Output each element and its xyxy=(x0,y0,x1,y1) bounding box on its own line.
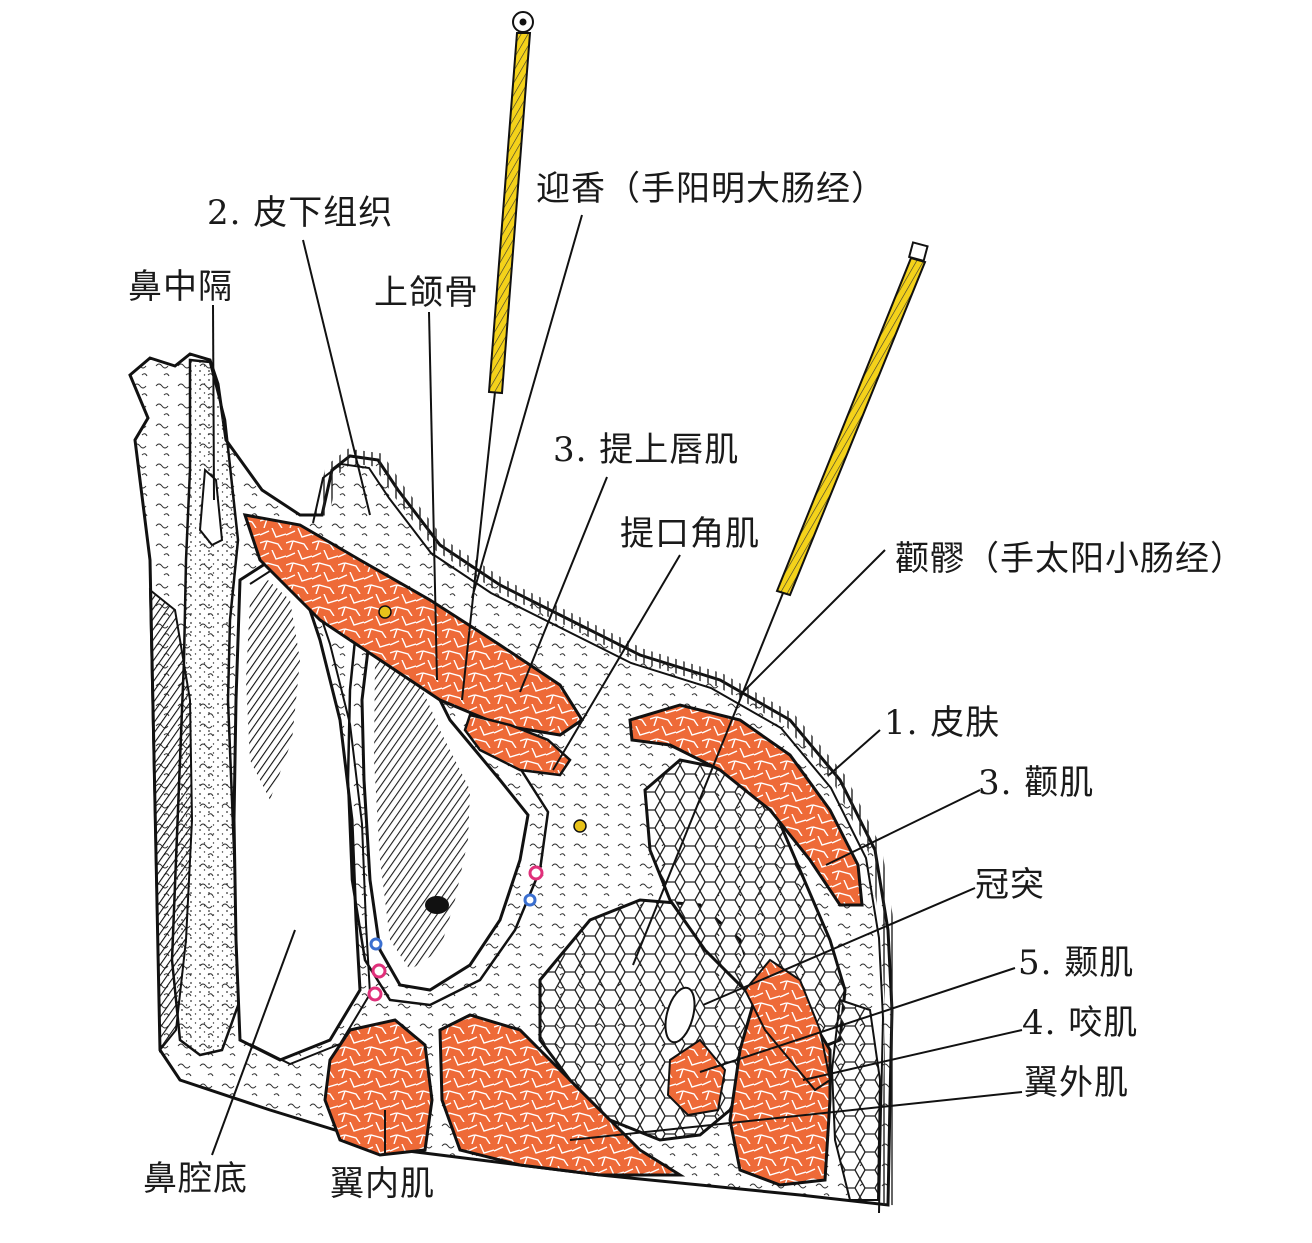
label-levator-anguli-oris: 提口角肌 xyxy=(620,514,760,554)
label-nasal-cavity-floor: 鼻腔底 xyxy=(143,1159,248,1199)
label-medial-pterygoid: 翼内肌 xyxy=(330,1164,435,1204)
label-levator-labii-superioris: 3. 提上唇肌 xyxy=(553,430,740,470)
label-masseter: 4. 咬肌 xyxy=(1022,1003,1139,1043)
label-lateral-pterygoid: 翼外肌 xyxy=(1024,1063,1129,1103)
label-yingxiang: 迎香（手阳明大肠经） xyxy=(536,169,886,209)
label-maxilla: 上颌骨 xyxy=(374,273,479,313)
skin-layer xyxy=(315,448,900,1206)
vessel-blue xyxy=(523,893,537,907)
label-zygomaticus: 3. 颧肌 xyxy=(978,763,1095,803)
nerve-dot xyxy=(573,819,587,833)
label-subcutaneous-tissue: 2. 皮下组织 xyxy=(207,193,394,233)
nerve-dot xyxy=(378,605,392,619)
levator-labii-superioris xyxy=(242,513,585,737)
label-coronoid-process: 冠突 xyxy=(975,865,1045,905)
masseter xyxy=(743,958,832,1092)
acupuncture-needle-icon xyxy=(461,11,534,701)
label-skin: 1. 皮肤 xyxy=(884,703,1001,743)
levator-anguli-oris xyxy=(463,713,572,777)
medial-pterygoid xyxy=(323,1018,434,1157)
zygomaticus xyxy=(628,703,864,907)
label-nasal-septum: 鼻中隔 xyxy=(128,267,233,307)
leader-lines xyxy=(211,214,1023,1156)
nasal-cavity-left xyxy=(148,587,194,1053)
label-quanliao: 颧髎（手太阳小肠经） xyxy=(895,539,1245,579)
vessel-red xyxy=(528,865,544,881)
label-temporalis: 5. 颞肌 xyxy=(1018,943,1135,983)
vessel-red xyxy=(367,986,383,1002)
vessel-blue xyxy=(369,937,383,951)
acupuncture-needle-icon xyxy=(632,241,929,966)
vessel-red xyxy=(371,963,387,979)
